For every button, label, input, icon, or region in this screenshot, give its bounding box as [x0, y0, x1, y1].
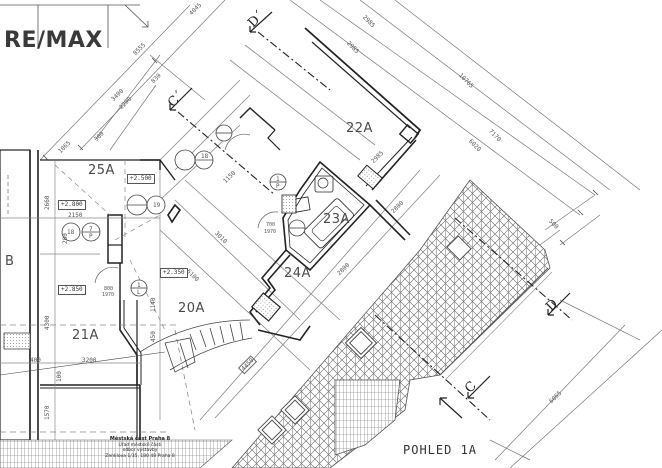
door-number-bottom: L	[137, 289, 141, 296]
dimension-text: 2660	[44, 195, 51, 210]
dimension-text: 3200	[82, 357, 97, 364]
room-22A-walls	[239, 27, 422, 191]
room-label-B: B	[5, 254, 15, 269]
dimension-text: 100	[56, 371, 63, 382]
room-label-22A: 22A	[346, 121, 373, 136]
door-number: 18	[201, 153, 209, 160]
dimension-text: 450	[150, 331, 157, 342]
door-size-height: 1970	[264, 229, 277, 235]
dimension-text: 4300	[44, 315, 51, 330]
room-label-25A: 25A	[88, 163, 115, 178]
header-frame-lines	[0, 4, 149, 48]
door-number-top: 7	[89, 226, 93, 233]
level-tag: +2.850	[58, 285, 86, 295]
room-label-20A: 20A	[178, 301, 205, 316]
door-size-height: 1970	[102, 292, 115, 298]
door-size-width: 700	[266, 222, 276, 228]
stamp-line-1: Městská část Praha 8	[109, 436, 171, 442]
level-tag: +2.500	[127, 174, 155, 184]
level-tag: +2.350	[160, 268, 188, 278]
door-number: 19	[153, 202, 161, 209]
stamp-line-2: Úřad městské části	[118, 442, 162, 448]
door-number-bottom: P	[276, 183, 280, 190]
section-arrows	[169, 11, 571, 419]
door-number-top: 1	[276, 176, 280, 183]
door-swing-arcs	[94, 133, 279, 284]
dimension-text: 400	[30, 357, 41, 364]
door-number: 18	[67, 229, 75, 236]
room-25A-dashed-lines	[54, 160, 166, 331]
door-size-width: 800	[104, 286, 114, 292]
section-lines	[177, 31, 573, 421]
dimension-lines-top-right	[289, 0, 641, 246]
room-label-23A: 23A	[323, 212, 350, 227]
remax-logo: RE/MAX	[4, 28, 103, 53]
dimension-6065	[489, 299, 662, 468]
stamp-line-4: Zenklova 1/35, 180 48 Praha 8	[105, 453, 175, 459]
view-label-pohled-1a: POHLED 1A	[403, 443, 478, 457]
central-building-outline	[159, 44, 441, 431]
door-symbol-circles	[61, 124, 306, 297]
dimension-text: 2150	[68, 212, 83, 219]
staircase-20A	[0, 319, 253, 376]
room-25A-walls	[140, 159, 182, 224]
stamp-line-3: odbor výstavby	[122, 448, 158, 453]
dimension-lines-top-left	[39, 0, 226, 161]
approval-stamp: Městská část Praha 8 Úřad městské části …	[92, 436, 188, 459]
terrace-skylights	[257, 235, 472, 445]
level-tag: +2.800	[58, 200, 86, 210]
door-number-top: 1	[137, 282, 141, 289]
room-label-21A: 21A	[72, 328, 99, 343]
dimension-ticks	[42, 57, 599, 246]
room-24A-walls	[248, 164, 411, 341]
door-number-bottom: P	[89, 233, 93, 240]
dimension-text: 1140	[150, 297, 157, 312]
dimension-text: 1570	[44, 405, 51, 420]
dimension-text: 200	[62, 233, 69, 244]
room-label-24A: 24A	[284, 266, 311, 281]
terrace-hatched-area	[0, 179, 553, 468]
